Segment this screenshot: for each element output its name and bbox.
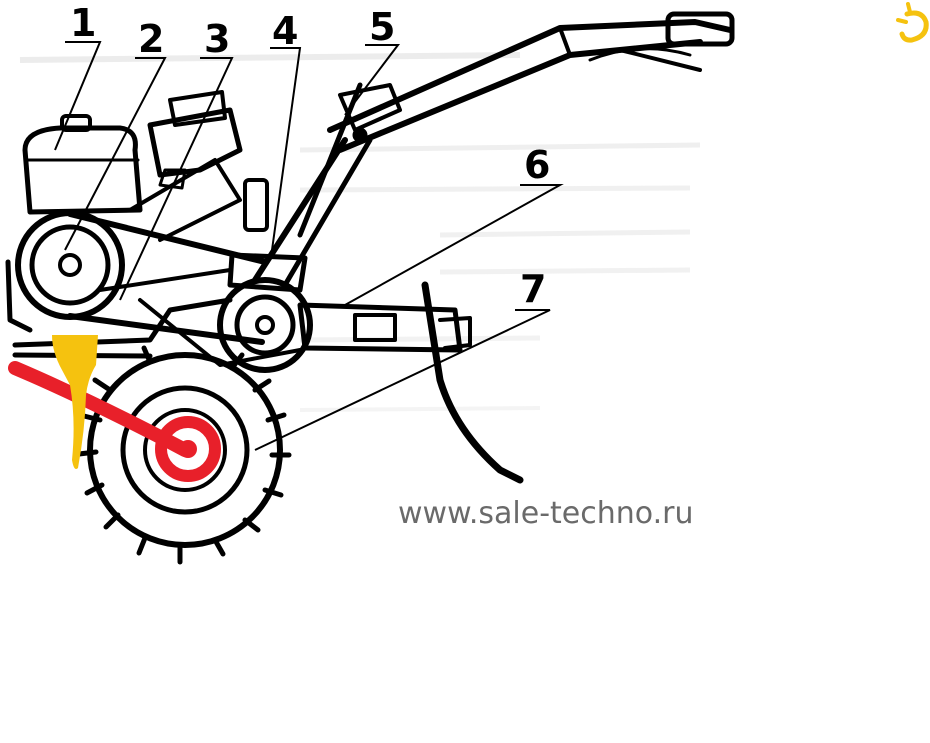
watermark-url: www.sale-techno.ru [398, 496, 693, 531]
callout-4: 4 [272, 9, 298, 53]
highlight-axle [8, 361, 221, 482]
engine-fuel-tank [22, 114, 143, 215]
highlight-tine [52, 335, 98, 469]
wheel-tread [76, 345, 292, 565]
callout-1: 1 [70, 1, 96, 45]
wheel [76, 345, 292, 565]
callout-2: 2 [138, 17, 164, 61]
reducer-pulley [217, 277, 313, 373]
leader-lines [54, 41, 564, 451]
callout-3: 3 [204, 17, 230, 61]
callout-6: 6 [524, 143, 550, 187]
air-filter [128, 90, 243, 242]
callout-5: 5 [369, 5, 395, 49]
clutch-lever [227, 178, 308, 293]
coulter [421, 281, 524, 484]
sun-icon [896, 2, 929, 43]
engine-pulley [5, 210, 125, 333]
callout-7: 7 [520, 267, 546, 311]
handlebar [252, 11, 735, 288]
